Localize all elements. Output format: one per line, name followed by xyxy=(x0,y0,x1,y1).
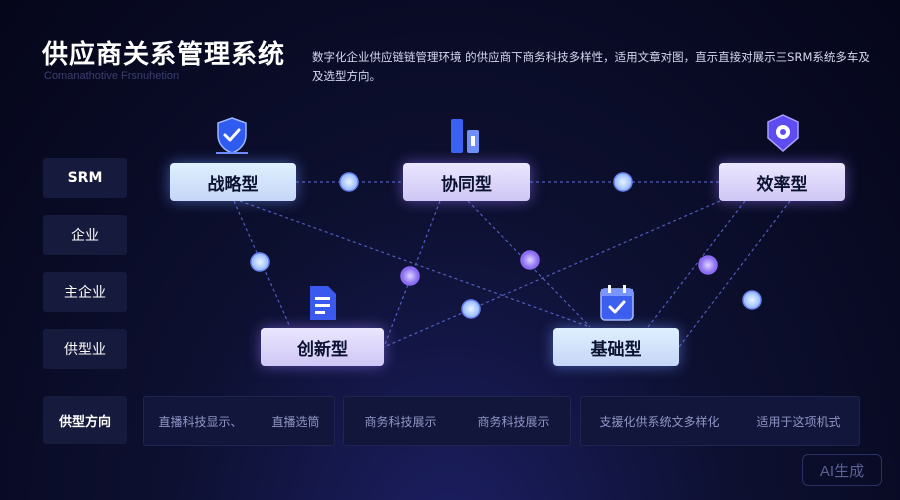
bar-chart-icon xyxy=(451,119,479,153)
junction-dot xyxy=(698,255,718,275)
junction-dot xyxy=(339,172,359,192)
shield-check-icon xyxy=(216,117,248,154)
direction-box-2: 商务科技展示 商务科技展示 xyxy=(343,396,571,446)
sidebar-item-srm: SRM xyxy=(43,158,127,198)
node-strategic: 战略型 xyxy=(170,163,296,201)
direction-box-3: 支援化供系统文多样化 适用于这项机式 xyxy=(580,396,860,446)
sidebar-item-supply-type: 供型业 xyxy=(43,329,127,369)
direction-label: 供型方向 xyxy=(43,396,127,444)
link-efficiency-foundation-right xyxy=(678,200,791,348)
calendar-check-icon xyxy=(600,285,634,321)
link-strategic-foundation xyxy=(239,200,591,328)
direction-box-1: 直播科技显示、 直播选筒 xyxy=(143,396,335,446)
direction-item: 适用于这项机式 xyxy=(756,414,841,429)
link-collab-foundation xyxy=(467,200,591,328)
junction-dot xyxy=(461,299,481,319)
document-icon xyxy=(310,286,336,320)
page-title: 供应商关系管理系统 xyxy=(42,40,286,70)
direction-item: 商务科技展示 xyxy=(477,414,550,429)
node-efficiency: 效率型 xyxy=(719,163,845,201)
page-description: 数字化企业供应链链管理环境 的供应商下商务科技多样性，适用文章对图，直示直接对展… xyxy=(312,50,870,83)
page-subtitle: Comanathotive Frsnuhetion xyxy=(44,70,180,82)
map-pin-icon xyxy=(767,114,799,152)
junction-dot xyxy=(742,290,762,310)
direction-item: 直播科技显示、 xyxy=(158,414,243,429)
junction-dot xyxy=(613,172,633,192)
node-innovation: 创新型 xyxy=(261,328,384,366)
junction-dot xyxy=(250,252,270,272)
direction-item: 商务科技展示 xyxy=(364,414,437,429)
link-efficiency-foundation xyxy=(647,200,746,328)
direction-item: 直播选筒 xyxy=(271,414,320,429)
ai-generated-badge: AI生成 xyxy=(802,454,882,486)
direction-item: 支援化供系统文多样化 xyxy=(599,414,720,429)
link-efficiency-innovation xyxy=(383,200,721,348)
junction-dot xyxy=(400,266,420,286)
node-foundation: 基础型 xyxy=(553,328,679,366)
sidebar-item-enterprise: 企业 xyxy=(43,215,127,255)
junction-dot xyxy=(520,250,540,270)
sidebar-item-main-enterprise: 主企业 xyxy=(43,272,127,312)
node-collab: 协同型 xyxy=(403,163,530,201)
